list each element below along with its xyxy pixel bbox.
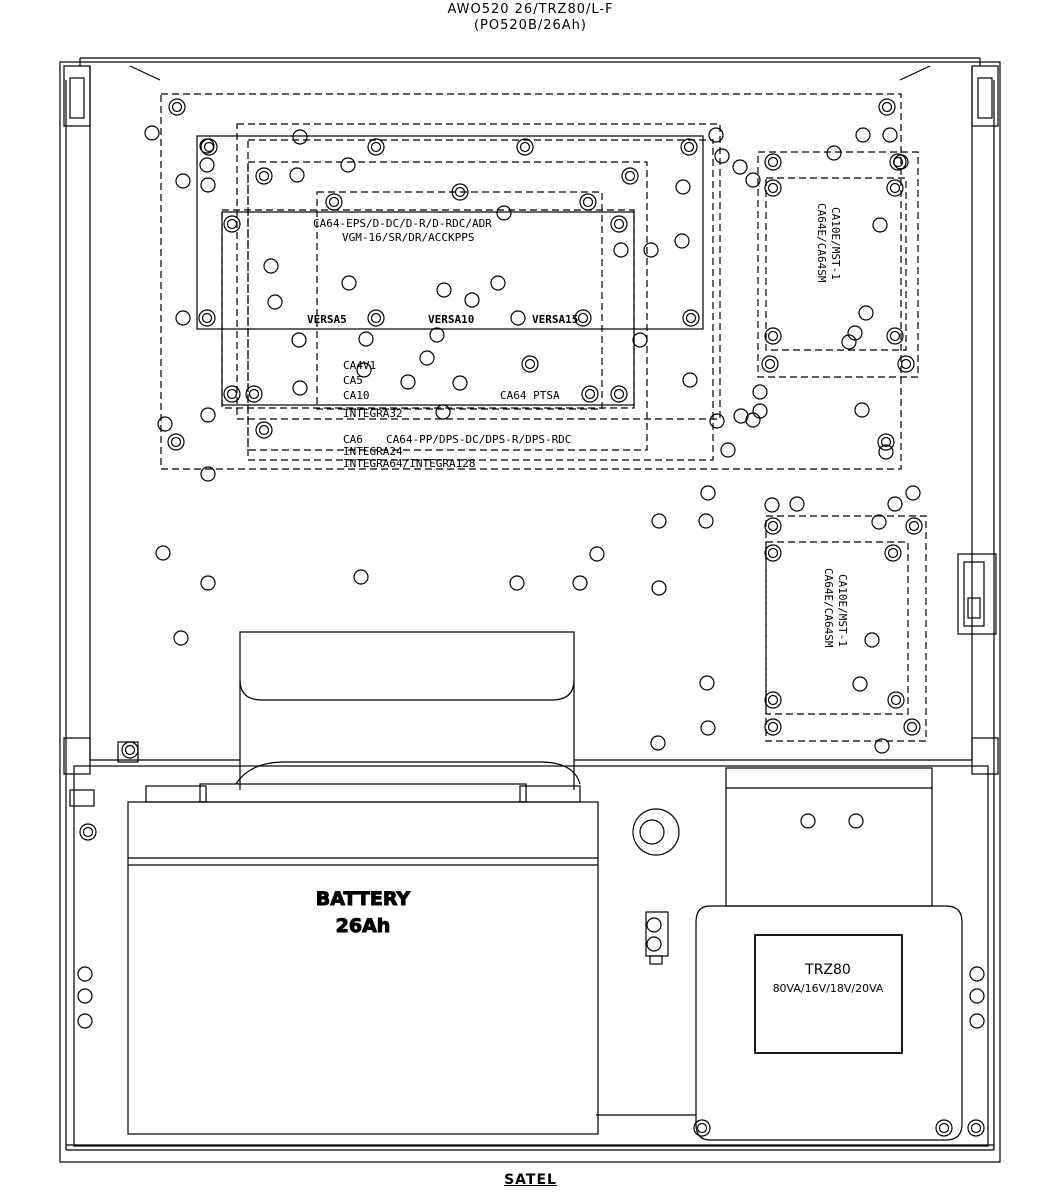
label-transformer-rating: 80VA/16V/18V/20VA [773,982,884,995]
enclosure-outline [59,57,1001,1163]
label-battery: BATTERY [316,888,411,910]
label-ca64-eps: CA64-EPS/D-DC/D-R/D-RDC/ADR [313,217,492,230]
label-battery-capacity: 26Ah [336,915,391,937]
label-versa5: VERSA5 [307,313,347,326]
battery-labels: BATTERY 26Ah [315,888,411,938]
label-versa15: VERSA15 [532,313,578,326]
label-ca10: CA10 [343,389,370,402]
label-integra64: INTEGRA64/INTEGRA128 [343,457,475,470]
cable-gland [632,808,680,856]
battery-outline [127,631,599,1135]
label-lower-module-2: CA64E/CA64SM [822,568,835,648]
board-solid-outlines [196,135,704,406]
label-versa10: VERSA10 [428,313,474,326]
label-transformer: TRZ80 [804,962,851,978]
label-ca6: CA6 [343,433,363,446]
label-ca5: CA5 [343,374,363,387]
diagram-subtitle: (PO520B/26Ah) [473,18,587,33]
diagram-title: AWO520 26/TRZ80/L-F [447,2,614,17]
module-labels: CA10E/MST-1 CA64E/CA64SM CA10E/MST-1 CA6… [815,203,849,648]
transformer-labels: TRZ80 80VA/16V/18V/20VA [773,962,884,995]
transformer-outline [596,767,963,1141]
label-integra32: INTEGRA32 [343,407,403,420]
label-vgm: VGM-16/SR/DR/ACCKPPS [342,231,474,244]
label-integra24: INTEGRA24 [343,445,403,458]
label-ca4v1: CA4V1 [343,359,376,372]
board-labels: CA64-EPS/D-DC/D-R/D-RDC/ADR VGM-16/SR/DR… [307,217,578,470]
label-ca64-ptsa: CA64 PTSA [500,389,560,402]
footer-brand: SATEL [504,1172,557,1188]
terminal-block [69,741,669,965]
label-upper-module-2: CA64E/CA64SM [815,203,828,283]
label-lower-module-1: CA10E/MST-1 [836,574,849,647]
board-outlines [160,93,927,742]
mounting-holes [77,98,985,1137]
label-upper-module-1: CA10E/MST-1 [829,207,842,280]
label-ca64-pp: CA64-PP/DPS-DC/DPS-R/DPS-RDC [386,433,571,446]
